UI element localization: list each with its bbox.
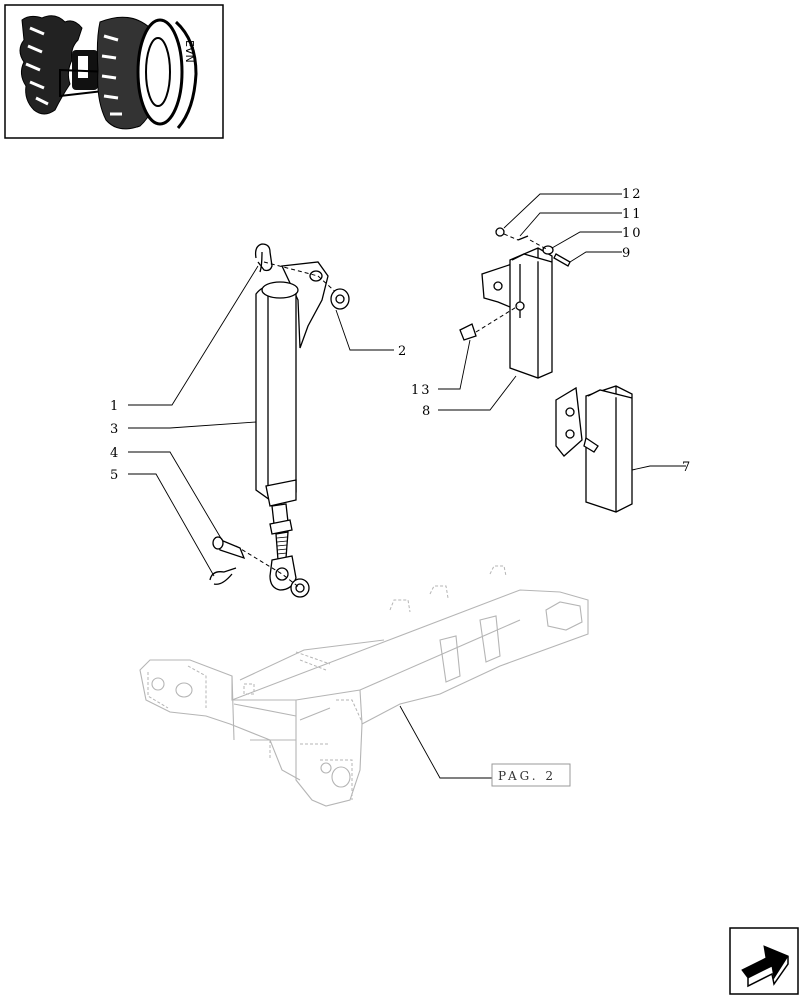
- callout-1: 1: [110, 399, 120, 414]
- bracket-7: [555, 385, 633, 513]
- callout-4: 4: [110, 446, 120, 461]
- page-reference-label: PAG. 2: [498, 769, 556, 783]
- callout-9: 9: [622, 246, 632, 261]
- callout-11: 11: [622, 207, 643, 222]
- callout-10: 10: [622, 226, 643, 241]
- leader-lines: [128, 193, 686, 779]
- location-thumbnail: EVN: [4, 4, 224, 139]
- callout-7: 7: [682, 460, 692, 475]
- svg-text:EVN: EVN: [183, 40, 196, 63]
- callout-13: 13: [411, 383, 432, 398]
- callout-3: 3: [110, 422, 120, 437]
- lower-clip: [209, 567, 237, 585]
- next-page-button[interactable]: [729, 927, 799, 995]
- page-reference-box[interactable]: PAG. 2: [491, 763, 571, 787]
- top-clip-pin: [254, 243, 273, 272]
- callout-2: 2: [398, 344, 408, 359]
- callout-labels: 1 3 4 5 2 12 11 10 9 13 8 7: [110, 187, 692, 483]
- callout-5: 5: [110, 468, 120, 483]
- callout-8: 8: [422, 404, 432, 419]
- callout-12: 12: [622, 187, 643, 202]
- chassis-frame-ghost: [139, 565, 589, 807]
- stabiliser-strut: [209, 243, 350, 598]
- tractor-thumbnail-icon: EVN: [19, 15, 198, 130]
- bracket-assembly-8: [459, 227, 571, 379]
- next-page-arrow-icon: [741, 945, 789, 988]
